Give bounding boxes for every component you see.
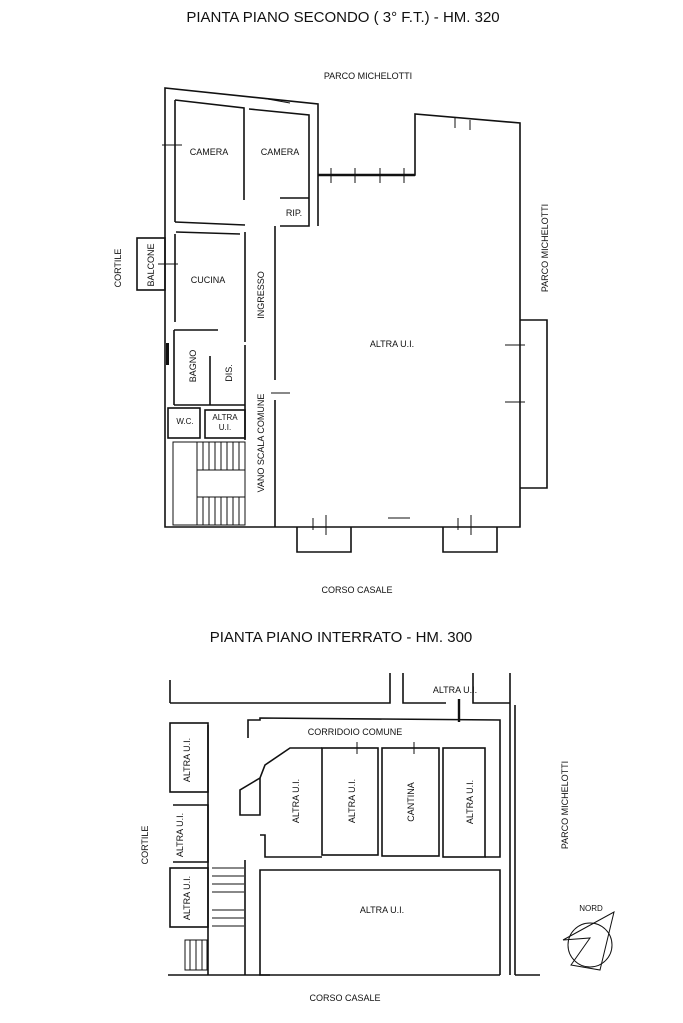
label-parco-michelotti-right: PARCO MICHELOTTI <box>540 204 550 292</box>
room-altra-ui-small-line2: U.I. <box>219 423 231 432</box>
room-cantina: CANTINA <box>406 782 416 822</box>
room-altra-ui-bottom: ALTRA U.I. <box>360 905 404 915</box>
wc-outline <box>167 407 201 439</box>
room-altra-ui-small-line1: ALTRA <box>212 413 238 422</box>
label-corso-casale: CORSO CASALE <box>321 585 392 595</box>
room-altra-ui-large: ALTRA U.I. <box>370 339 414 349</box>
room-camera-1: CAMERA <box>190 147 229 157</box>
north-compass-icon <box>562 911 615 971</box>
basement-staircase <box>184 867 244 971</box>
label-nord: NORD <box>579 904 603 913</box>
room-altra-ui-top: ALTRA U.I. <box>433 685 477 695</box>
room-ripostiglio: RIP. <box>286 208 302 218</box>
second-floor-plan: PARCO MICHELOTTI PARCO MICHELOTTI CORTIL… <box>113 71 550 595</box>
label-cortile-basement: CORTILE <box>140 826 150 865</box>
label-parco-michelotti-top: PARCO MICHELOTTI <box>324 71 412 81</box>
room-altra-ui-1: ALTRA U.I. <box>291 779 301 823</box>
basement-title: PIANTA PIANO INTERRATO - HM. 300 <box>210 629 473 646</box>
small-altra-ui-outline <box>204 409 246 439</box>
second-floor-title: PIANTA PIANO SECONDO ( 3° F.T.) - HM. 32… <box>186 9 499 26</box>
label-corso-casale-basement: CORSO CASALE <box>309 993 380 1003</box>
room-wc: W.C. <box>176 417 193 426</box>
bottom-balcony-left <box>296 527 352 553</box>
room-left-altra-ui-1: ALTRA U.I. <box>182 738 192 782</box>
staircase <box>172 441 246 526</box>
label-parco-michelotti-basement: PARCO MICHELOTTI <box>560 761 570 849</box>
right-balcony <box>520 319 548 489</box>
room-left-altra-ui-3: ALTRA U.I. <box>182 876 192 920</box>
bottom-balcony-right <box>442 527 498 553</box>
room-vano-scala-comune: VANO SCALA COMUNE <box>256 394 266 493</box>
room-ingresso: INGRESSO <box>256 271 266 319</box>
room-altra-ui-2: ALTRA U.I. <box>347 779 357 823</box>
label-cortile: CORTILE <box>113 249 123 288</box>
room-cucina: CUCINA <box>191 275 226 285</box>
room-corridoio-comune: CORRIDOIO COMUNE <box>308 727 403 737</box>
basement-plan: ALTRA U.I. CORRIDOIO COMUNE ALTRA U.I. A… <box>140 673 615 1003</box>
room-left-altra-ui-2: ALTRA U.I. <box>175 813 185 857</box>
room-altra-ui-3: ALTRA U.I. <box>465 780 475 824</box>
room-balcone: BALCONE <box>146 243 156 286</box>
room-bagno: BAGNO <box>188 350 198 383</box>
room-disimpegno: DIS. <box>224 364 234 382</box>
room-camera-2: CAMERA <box>261 147 300 157</box>
